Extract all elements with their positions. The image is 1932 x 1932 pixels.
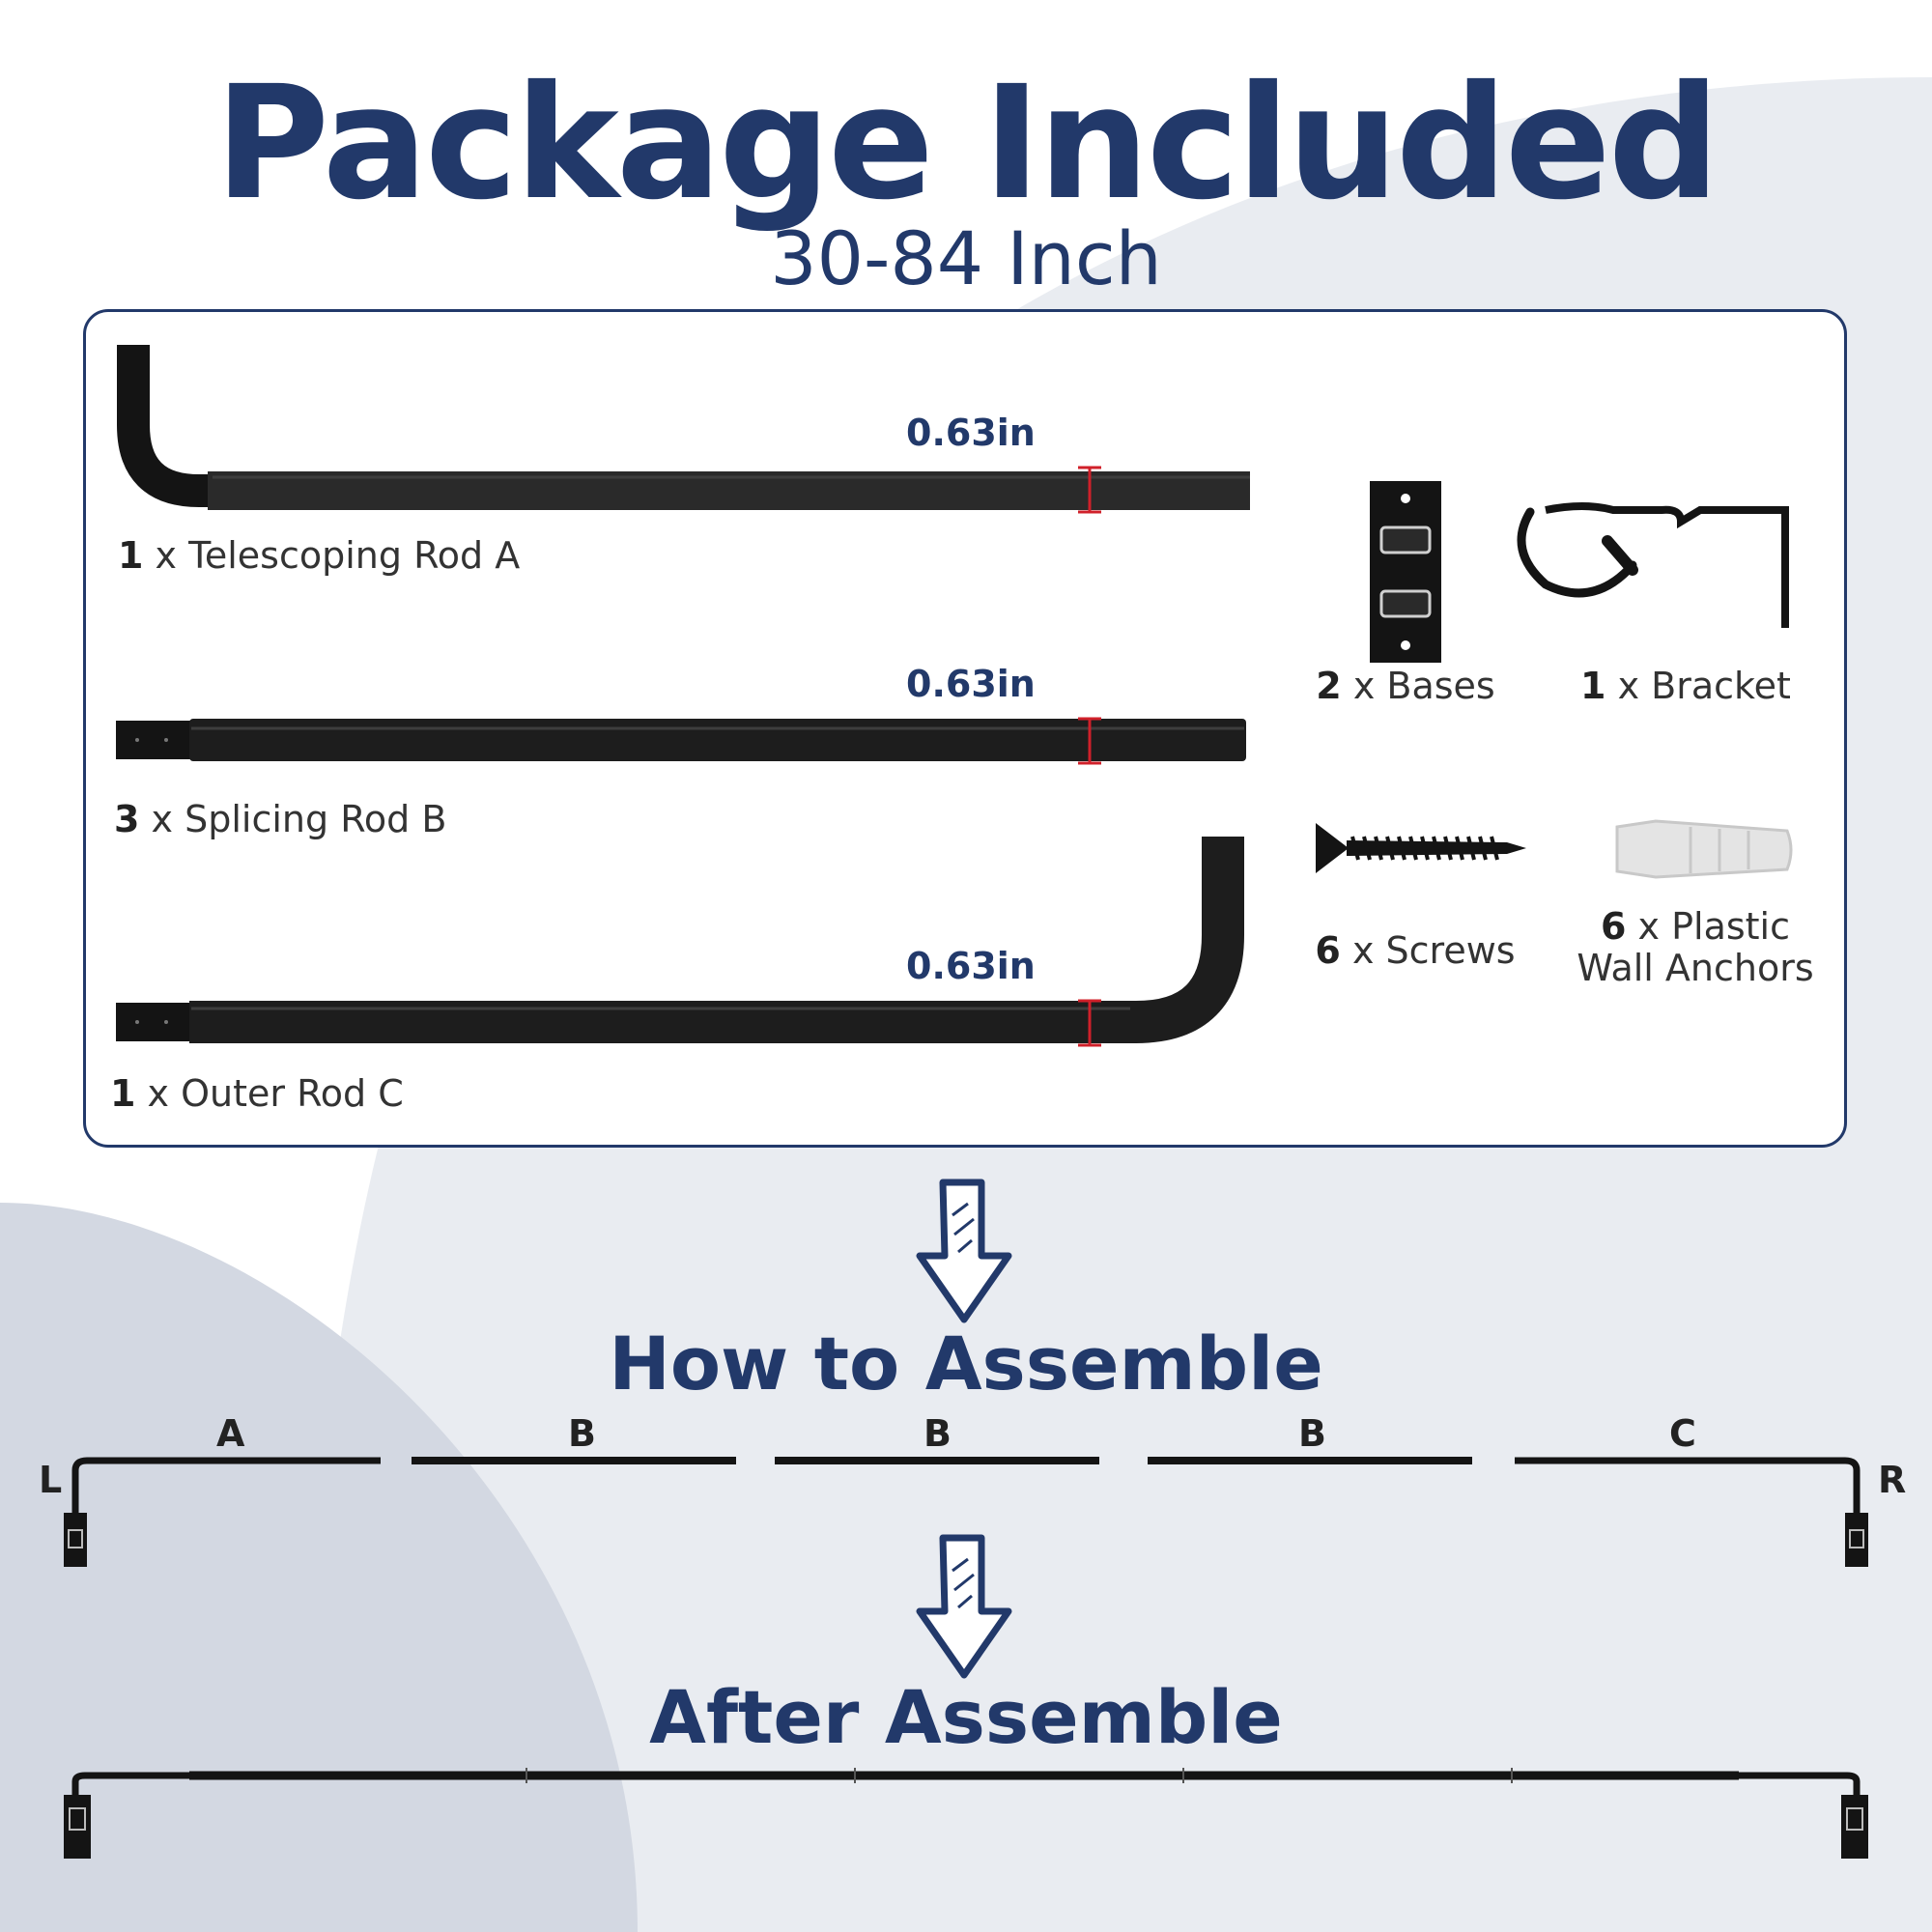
how-to-assemble-heading: How to Assemble [609, 1321, 1323, 1406]
arrow-down-sketch-icon [916, 1534, 1012, 1679]
segment-label-b: B [1298, 1412, 1326, 1455]
segment-label-c: C [1669, 1412, 1696, 1455]
part-label-rod-a: 1 x Telescoping Rod A [118, 534, 520, 577]
end-label-left: L [39, 1459, 63, 1501]
dimension-label-b: 0.63in [906, 663, 1036, 705]
segment-label-b: B [568, 1412, 596, 1455]
part-qty: 1 [110, 1072, 136, 1115]
hardware-qty: 1 [1580, 665, 1606, 707]
part-qty: 3 [114, 798, 140, 840]
arrow-down-sketch-icon [916, 1179, 1012, 1323]
part-label-rod-b: 3 x Splicing Rod B [114, 798, 446, 840]
hardware-name: x Plastic [1637, 905, 1791, 948]
size-range-subtitle: 30-84 Inch [770, 215, 1162, 301]
hardware-qty: 6 [1600, 905, 1627, 948]
hardware-qty: 2 [1316, 665, 1342, 707]
hardware-label-screws: 6 x Screws [1294, 929, 1536, 972]
part-name: x Telescoping Rod A [155, 534, 521, 577]
hardware-name: x Bases [1352, 665, 1495, 707]
hardware-label-wall-anchors: 6 x Plastic Wall Anchors [1546, 906, 1845, 988]
part-qty: 1 [118, 534, 144, 577]
end-label-right: R [1878, 1459, 1907, 1501]
hardware-name: x Screws [1351, 929, 1516, 972]
hardware-qty: 6 [1315, 929, 1341, 972]
dimension-label-a: 0.63in [906, 412, 1036, 454]
hardware-label-line2: Wall Anchors [1577, 946, 1814, 989]
hardware-label-bases: 2 x Bases [1294, 665, 1517, 707]
part-label-rod-c: 1 x Outer Rod C [110, 1072, 404, 1115]
hardware-label-line1: 6 x Plastic [1546, 906, 1845, 948]
hardware-label-bracket: 1 x Bracket [1565, 665, 1806, 707]
hardware-name: x Bracket [1617, 665, 1791, 707]
part-name: x Outer Rod C [147, 1072, 404, 1115]
page-title: Package Included [214, 53, 1719, 235]
dimension-label-c: 0.63in [906, 945, 1036, 987]
part-name: x Splicing Rod B [151, 798, 447, 840]
segment-label-a: A [216, 1412, 245, 1455]
after-assemble-heading: After Assemble [649, 1674, 1283, 1760]
segment-label-b: B [923, 1412, 952, 1455]
